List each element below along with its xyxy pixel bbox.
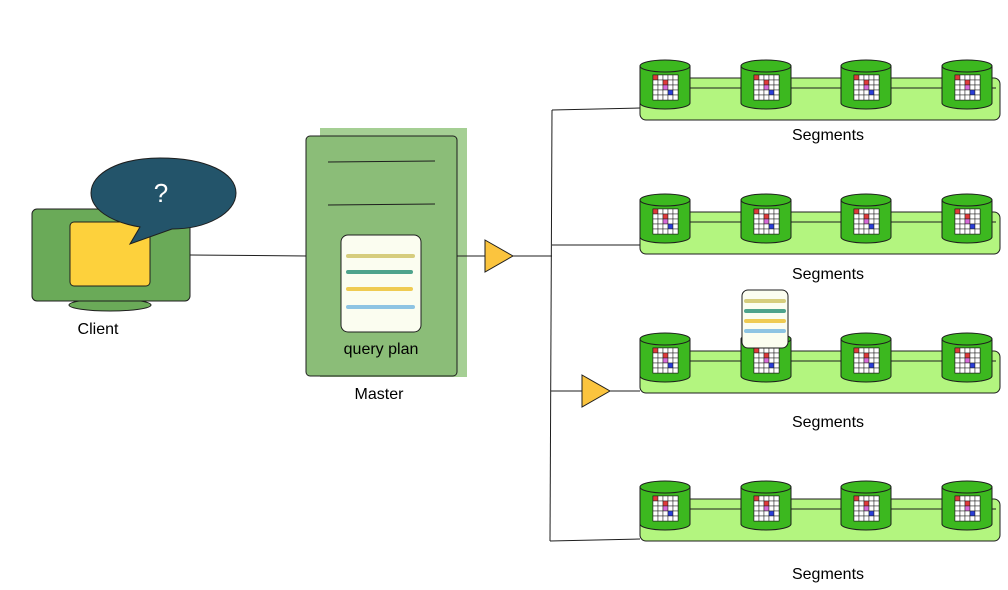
database-disk-icon [941,480,993,531]
database-disk-icon [941,59,993,110]
table-grid-icon [853,495,880,522]
table-grid-icon [753,208,780,235]
master-node: query plan Master [305,128,467,403]
database-disk-icon [840,332,892,383]
router-triangle-icon-2 [581,374,612,408]
database-disk-icon [639,193,691,244]
table-grid-icon [753,74,780,101]
database-disk-icon [639,332,691,383]
segment-row-3: Segments [639,332,1001,431]
document-icon [340,234,422,333]
table-grid-icon [954,495,981,522]
client-master-connector [189,254,308,257]
database-disk-icon [639,480,691,531]
table-grid-icon [954,74,981,101]
database-disk-icon [740,193,792,244]
table-grid-icon [853,74,880,101]
query-plan-label: query plan [344,341,419,358]
client-node: ? Client [31,157,237,338]
segments-label: Segments [792,414,864,431]
speech-question-mark: ? [154,178,168,208]
monitor-screen [69,221,151,287]
table-grid-icon [954,347,981,374]
segments-label: Segments [792,127,864,144]
segments-label: Segments [792,266,864,283]
database-disk-icon [840,193,892,244]
segment-row-2: Segments [639,193,1001,283]
segment-row-1: Segments [639,59,1001,144]
database-disk-icon [941,193,993,244]
database-disk-icon [840,480,892,531]
table-grid-icon [753,347,780,374]
master-line-2 [327,203,436,206]
database-disk-icon [639,59,691,110]
database-disk-icon [740,59,792,110]
database-disk-icon [840,59,892,110]
database-disk-icon [740,480,792,531]
table-grid-icon [853,347,880,374]
table-grid-icon [652,208,679,235]
segment-row-4: Segments [639,480,1001,583]
table-grid-icon [753,495,780,522]
client-label: Client [78,321,119,338]
speech-bubble-icon [90,157,237,245]
master-label: Master [355,386,405,403]
table-grid-icon [853,208,880,235]
database-disk-icon [941,332,993,383]
table-grid-icon [954,208,981,235]
table-grid-icon [652,495,679,522]
table-grid-icon [652,347,679,374]
dispatched-plan-document-icon [741,289,789,349]
router-triangle-icon [484,239,515,273]
interconnect [457,107,641,542]
master-line-1 [327,160,436,163]
table-grid-icon [652,74,679,101]
segments-label: Segments [792,566,864,583]
